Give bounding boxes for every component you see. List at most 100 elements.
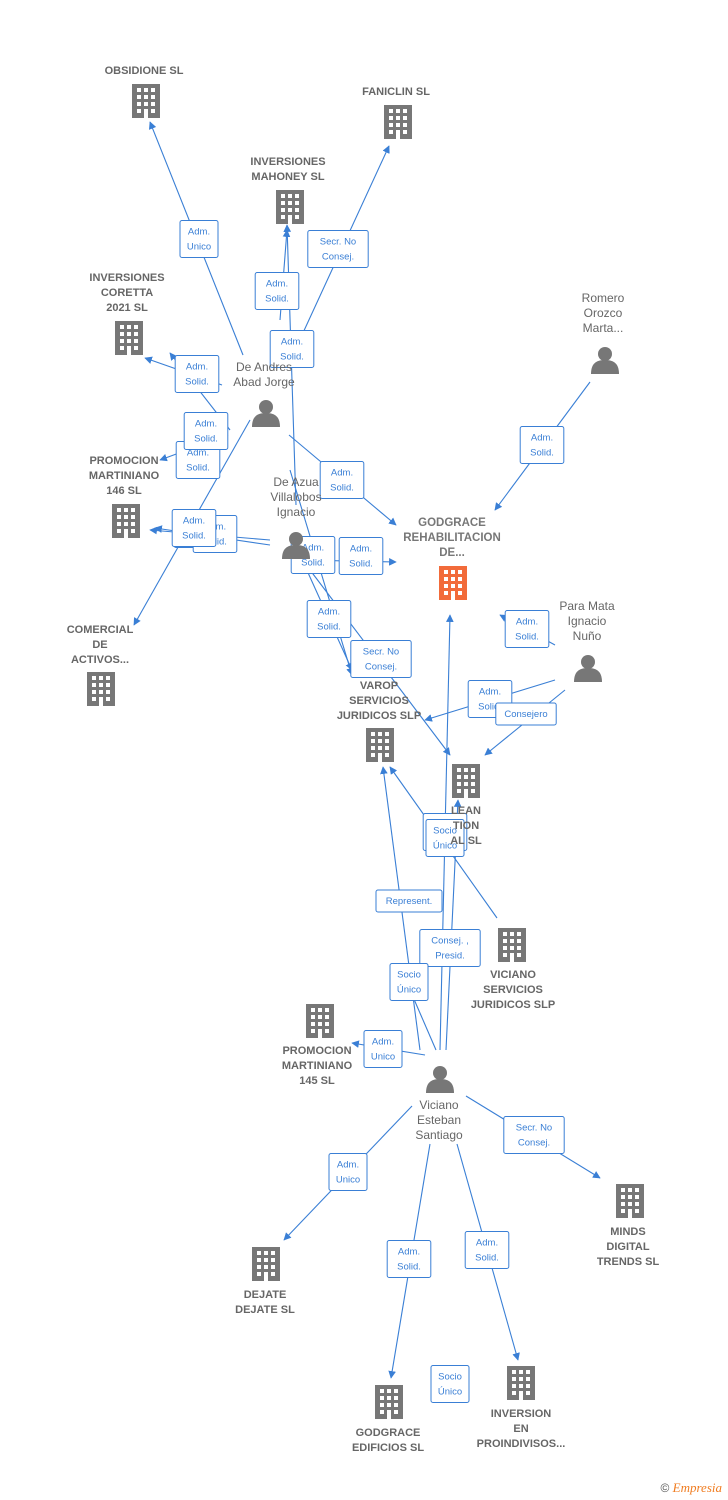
building-icon[interactable]	[375, 1385, 403, 1419]
node-label[interactable]: INVERSIONES	[250, 156, 325, 168]
building-icon[interactable]	[252, 1247, 280, 1281]
building-icon[interactable]	[366, 728, 394, 762]
building-icon[interactable]	[132, 84, 160, 118]
relation-label[interactable]: Adm.Solid.	[519, 426, 565, 464]
node-label[interactable]: Villalobos	[270, 490, 321, 504]
node-label[interactable]: Orozco	[584, 306, 623, 320]
person-icon[interactable]	[252, 400, 280, 427]
node-label[interactable]: EDIFICIOS SL	[352, 1442, 424, 1454]
node-prom146[interactable]: PROMOCION MARTINIANO 146 SL	[89, 455, 160, 538]
node-label[interactable]: GODGRACE	[356, 1427, 421, 1439]
node-godgrace[interactable]: GODGRACE REHABILITACION DE...	[403, 517, 501, 600]
building-icon[interactable]	[87, 672, 115, 706]
building-icon[interactable]	[276, 190, 304, 224]
node-label[interactable]: Ignacio	[568, 614, 607, 628]
node-proindivisos[interactable]: INVERSIONENPROINDIVISOS...	[477, 1366, 566, 1450]
node-label[interactable]: 145 SL	[299, 1075, 335, 1087]
relation-label[interactable]: Adm.Solid.	[254, 272, 300, 310]
relation-label[interactable]: Adm.Solid.	[171, 509, 217, 547]
building-icon[interactable]	[306, 1004, 334, 1038]
node-label[interactable]: 146 SL	[106, 485, 142, 497]
node-lean[interactable]: LEAN TION AL SL	[450, 764, 482, 847]
building-icon[interactable]	[439, 566, 467, 600]
relation-label[interactable]: Consejero	[495, 702, 557, 726]
person-icon[interactable]	[574, 655, 602, 682]
building-icon[interactable]	[384, 105, 412, 139]
node-label[interactable]: JURIDICOS SLP	[471, 999, 555, 1011]
building-icon[interactable]	[452, 764, 480, 798]
node-obsidione[interactable]: OBSIDIONE SL	[105, 65, 184, 118]
node-label[interactable]: Viciano	[419, 1098, 458, 1112]
relation-label[interactable]: Adm.Solid.	[504, 610, 550, 648]
node-label[interactable]: Para Mata	[559, 599, 615, 613]
node-label[interactable]: DE	[92, 639, 107, 651]
node-comercial[interactable]: COMERCIAL DE ACTIVOS...	[67, 624, 134, 706]
node-label[interactable]: PROMOCION	[89, 455, 158, 467]
person-icon[interactable]	[426, 1066, 454, 1093]
node-label[interactable]: ACTIVOS...	[71, 654, 129, 666]
building-icon[interactable]	[498, 928, 526, 962]
node-label[interactable]: AL SL	[450, 835, 482, 847]
node-label[interactable]: De Andres	[236, 360, 292, 374]
building-icon[interactable]	[507, 1366, 535, 1400]
node-label[interactable]: MARTINIANO	[89, 470, 160, 482]
node-label[interactable]: PROMOCION	[282, 1045, 351, 1057]
node-prom145[interactable]: PROMOCION MARTINIANO 145 SL	[282, 1004, 353, 1087]
node-label[interactable]: Abad Jorge	[233, 375, 295, 389]
building-icon[interactable]	[112, 504, 140, 538]
node-label[interactable]: VICIANO	[490, 969, 536, 981]
node-faniclin[interactable]: FANICLIN SL	[362, 86, 430, 139]
node-label[interactable]: REHABILITACION	[403, 532, 501, 544]
relation-label[interactable]: Adm.Solid.	[386, 1240, 432, 1278]
node-romero[interactable]: RomeroOrozcoMarta...	[582, 291, 625, 374]
brand-logo[interactable]: Empresia	[672, 1480, 722, 1495]
node-label[interactable]: INVERSIONES	[89, 272, 164, 284]
node-label[interactable]: Romero	[582, 291, 625, 305]
relation-label[interactable]: Adm.Solid.	[464, 1231, 510, 1269]
relation-label[interactable]: Adm.Solid.	[306, 600, 352, 638]
node-label[interactable]: De Azua	[273, 475, 319, 489]
node-label[interactable]: 2021 SL	[106, 302, 148, 314]
node-label[interactable]: Esteban	[417, 1113, 461, 1127]
node-label[interactable]: GODGRACE	[418, 517, 486, 529]
relation-label[interactable]: Consej. ,Presid.	[419, 929, 481, 967]
node-label[interactable]: DEJATE SL	[235, 1304, 295, 1316]
node-mahoney[interactable]: INVERSIONES MAHONEY SL	[250, 156, 326, 224]
node-label[interactable]: INVERSION	[491, 1408, 552, 1420]
node-label[interactable]: COMERCIAL	[67, 624, 134, 636]
node-label[interactable]: SERVICIOS	[483, 984, 543, 996]
building-icon[interactable]	[115, 321, 143, 355]
node-label[interactable]: FANICLIN SL	[362, 86, 430, 98]
node-label[interactable]: TION	[453, 820, 479, 832]
node-label[interactable]: MARTINIANO	[282, 1060, 353, 1072]
person-icon[interactable]	[591, 347, 619, 374]
node-label[interactable]: TRENDS SL	[597, 1256, 660, 1268]
node-label[interactable]: LEAN	[451, 805, 481, 817]
relation-label[interactable]: Adm.Unico	[363, 1030, 403, 1068]
node-label[interactable]: PROINDIVISOS...	[477, 1438, 566, 1450]
relation-label[interactable]: Adm.Solid.	[175, 441, 221, 479]
relation-label[interactable]: Adm.Unico	[179, 220, 219, 258]
node-label[interactable]: DEJATE	[244, 1289, 287, 1301]
relation-label[interactable]: Adm.Solid.	[290, 536, 336, 574]
relation-label[interactable]: Adm.Solid.	[183, 412, 229, 450]
node-label[interactable]: VAROP	[360, 680, 398, 692]
node-label[interactable]: DE...	[439, 547, 465, 559]
node-label[interactable]: DIGITAL	[606, 1241, 649, 1253]
building-icon[interactable]	[616, 1184, 644, 1218]
relation-label[interactable]: Adm.Solid.	[319, 461, 365, 499]
node-label[interactable]: MAHONEY SL	[251, 171, 324, 183]
relation-label[interactable]: Adm.Solid.	[338, 537, 384, 575]
